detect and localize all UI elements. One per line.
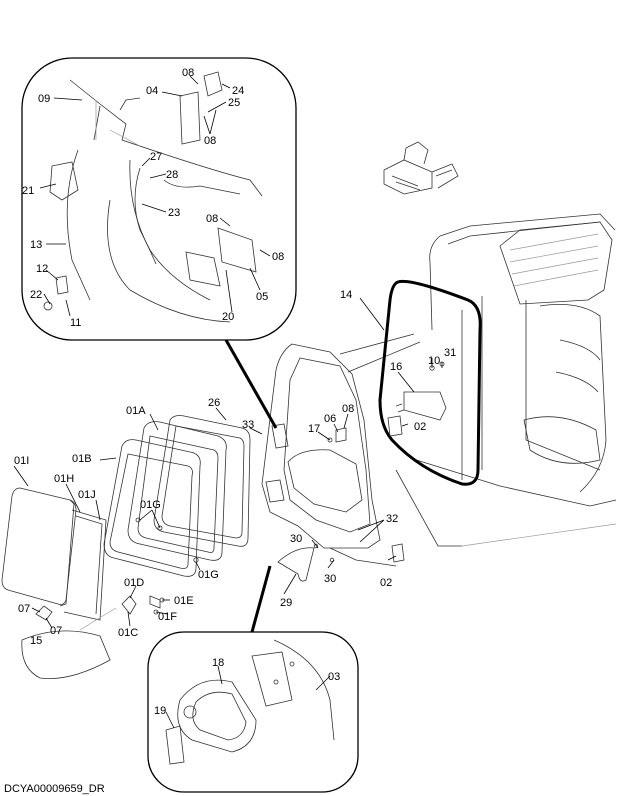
label-22: 22 bbox=[30, 289, 42, 301]
label-04: 04 bbox=[146, 85, 158, 97]
door-frame bbox=[261, 333, 421, 567]
label-09: 09 bbox=[38, 93, 50, 105]
label-15: 15 bbox=[30, 635, 42, 647]
label-01G-b: 01G bbox=[198, 569, 219, 581]
label-01I: 01I bbox=[14, 455, 29, 467]
label-01H: 01H bbox=[54, 473, 74, 485]
label-01B: 01B bbox=[72, 453, 92, 465]
label-26: 26 bbox=[208, 397, 220, 409]
hinge-parts bbox=[265, 423, 347, 503]
label-30-b: 30 bbox=[324, 573, 336, 585]
label-16: 16 bbox=[390, 361, 402, 373]
part-labels: 01I 01H 01J 01B 01A 26 01G 01G 01D 01E 0… bbox=[14, 67, 456, 717]
label-25: 25 bbox=[228, 97, 240, 109]
label-20: 20 bbox=[222, 311, 234, 323]
label-14: 14 bbox=[340, 289, 352, 301]
label-11: 11 bbox=[70, 317, 81, 329]
label-30-a: 30 bbox=[290, 533, 302, 545]
label-08-top-d: 08 bbox=[272, 251, 284, 263]
label-17: 17 bbox=[308, 423, 320, 435]
latch-small-parts bbox=[121, 595, 165, 615]
label-02-b: 02 bbox=[380, 577, 392, 589]
window-frames bbox=[103, 415, 251, 577]
step-parts bbox=[277, 543, 405, 582]
label-32: 32 bbox=[386, 513, 398, 525]
label-27: 27 bbox=[150, 151, 162, 163]
label-08-top-c: 08 bbox=[206, 213, 218, 225]
label-21: 21 bbox=[22, 185, 34, 197]
label-06: 06 bbox=[324, 413, 336, 425]
label-01E: 01E bbox=[174, 595, 194, 607]
label-02-a: 02 bbox=[414, 421, 426, 433]
label-01F: 01F bbox=[158, 611, 177, 623]
label-01G-a: 01G bbox=[140, 499, 161, 511]
label-12: 12 bbox=[36, 263, 48, 275]
label-18: 18 bbox=[212, 657, 224, 669]
label-23: 23 bbox=[168, 207, 180, 219]
label-33: 33 bbox=[242, 419, 254, 431]
label-01J: 01J bbox=[78, 489, 96, 501]
inset-connector-top bbox=[224, 339, 278, 429]
label-03: 03 bbox=[328, 671, 340, 683]
drawing-id-caption: DCYA00009659_DR bbox=[4, 783, 105, 795]
label-07-b: 07 bbox=[50, 625, 62, 637]
label-24: 24 bbox=[232, 85, 244, 97]
label-13: 13 bbox=[30, 239, 42, 251]
label-08-top-b: 08 bbox=[204, 135, 216, 147]
door-seal-highlight bbox=[378, 279, 482, 486]
label-01D: 01D bbox=[124, 577, 144, 589]
floor-panel bbox=[21, 605, 117, 679]
orientation-mark-icon bbox=[383, 141, 459, 195]
cab-body bbox=[395, 213, 617, 547]
label-10: 10 bbox=[428, 355, 440, 367]
label-29: 29 bbox=[280, 597, 292, 609]
bottom-inset bbox=[147, 631, 359, 793]
label-31: 31 bbox=[444, 347, 456, 359]
label-01A: 01A bbox=[126, 405, 146, 417]
label-08-main: 08 bbox=[342, 403, 354, 415]
inset-connector-bottom bbox=[250, 565, 272, 633]
label-28: 28 bbox=[166, 169, 178, 181]
glass-panes bbox=[1, 487, 107, 621]
label-05: 05 bbox=[256, 291, 268, 303]
label-07-a: 07 bbox=[18, 603, 30, 615]
top-inset bbox=[21, 57, 297, 341]
leader-lines bbox=[13, 75, 443, 729]
label-08-top-a: 08 bbox=[182, 67, 194, 79]
label-01C: 01C bbox=[118, 627, 138, 639]
label-19: 19 bbox=[154, 705, 166, 717]
